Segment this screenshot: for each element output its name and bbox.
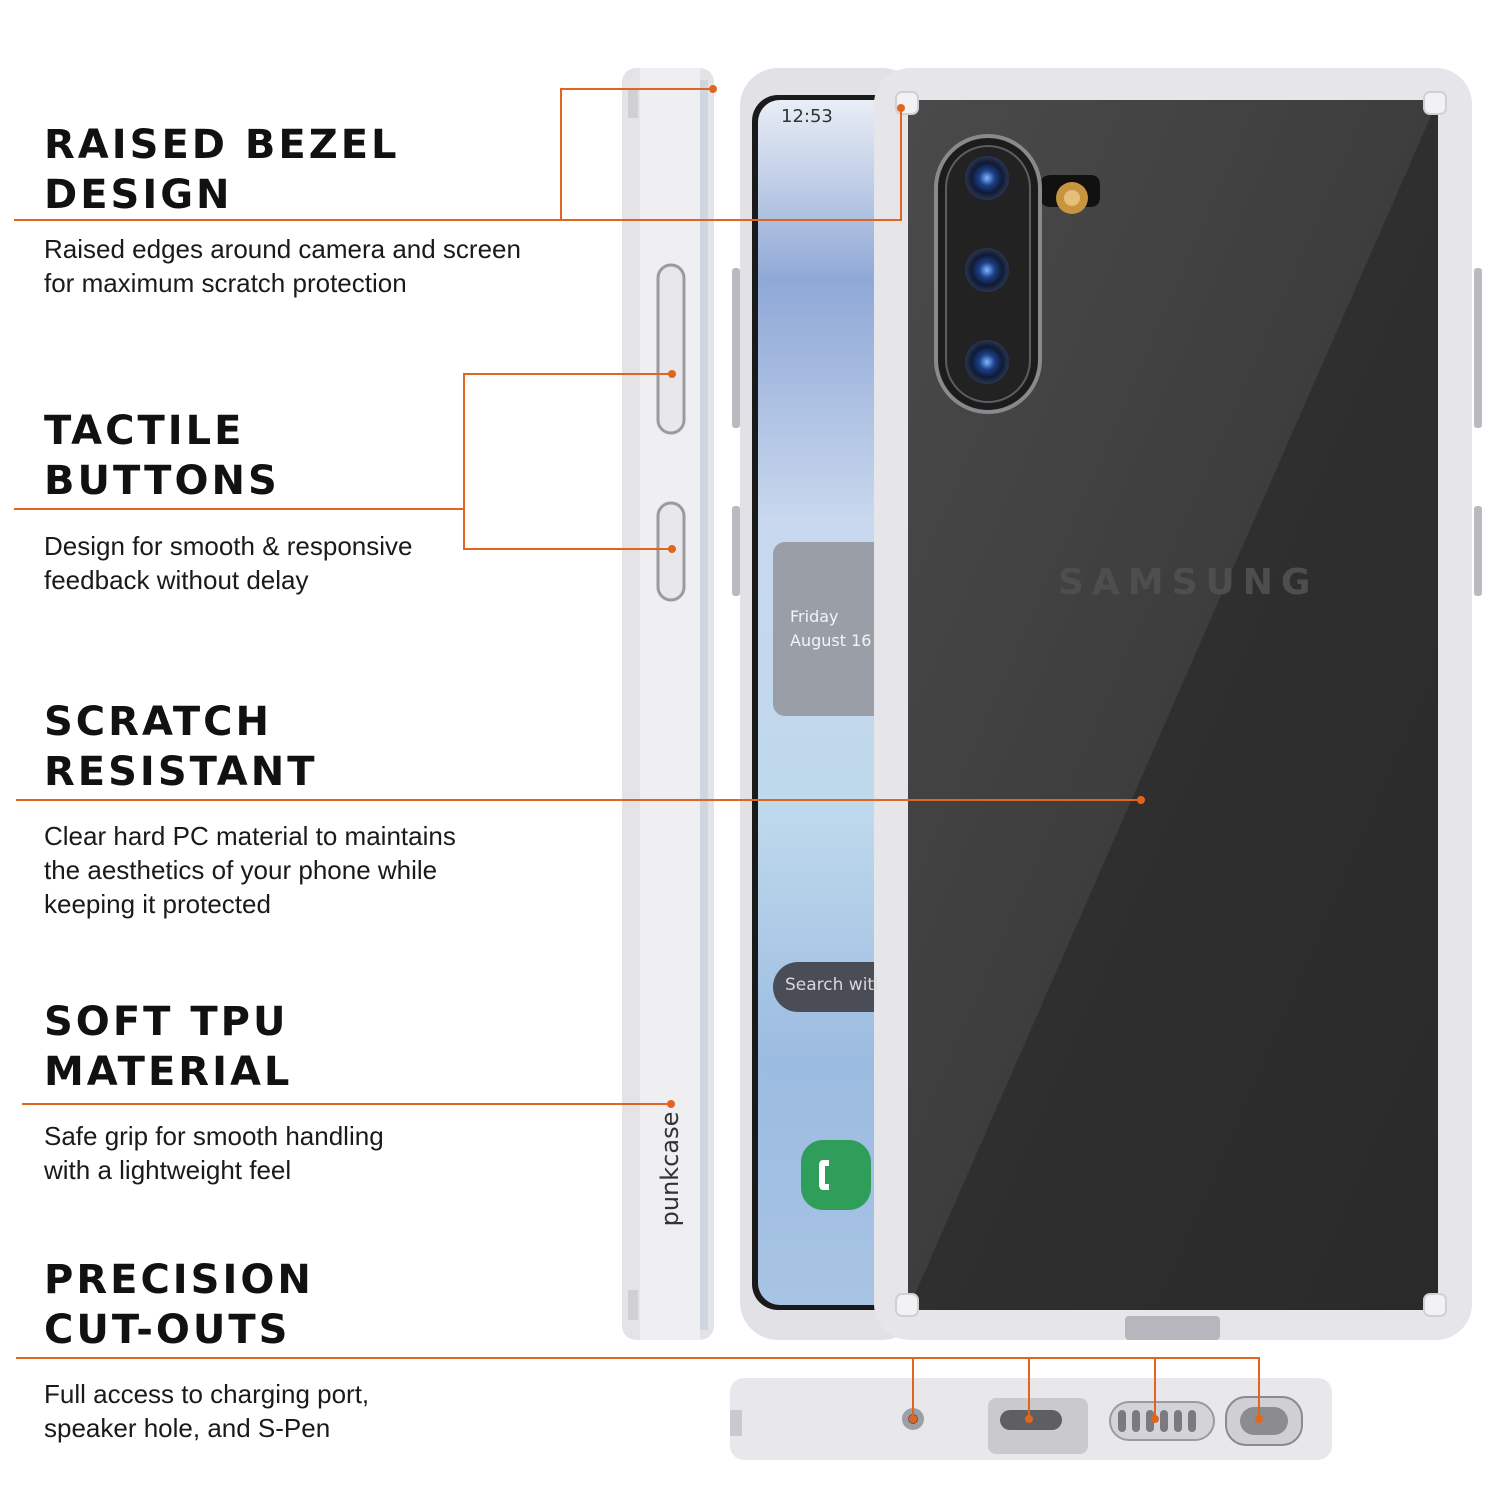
widget-date: August 16 xyxy=(790,631,872,650)
case-brand-logo: punkcase xyxy=(656,1111,684,1227)
status-time: 12:53 xyxy=(781,106,833,127)
back-view-case xyxy=(732,68,1482,1340)
feature-title-scratch: SCRATCH RESISTANT xyxy=(44,699,318,795)
feature-title-cutouts: PRECISION CUT-OUTS xyxy=(44,1257,314,1353)
feature-desc-scratch: Clear hard PC material to maintains the … xyxy=(44,821,456,919)
camera-lens-icon xyxy=(965,340,1009,384)
camera-lens-icon xyxy=(965,156,1009,200)
search-placeholder: Search with xyxy=(785,975,877,995)
phone-app-icon xyxy=(801,1140,871,1210)
feature-desc-buttons: Design for smooth & responsive feedback … xyxy=(44,531,413,595)
camera-lens-icon xyxy=(965,248,1009,292)
feature-desc-bezel: Raised edges around camera and screen fo… xyxy=(44,234,521,298)
volume-button xyxy=(656,263,686,435)
feature-title-buttons: TACTILE BUTTONS xyxy=(44,408,280,504)
side-view-case xyxy=(622,68,714,1340)
feature-desc-cutouts: Full access to charging port, speaker ho… xyxy=(44,1379,370,1443)
widget-day: Friday xyxy=(790,607,839,626)
feature-title-bezel: RAISED BEZEL DESIGN xyxy=(44,122,400,218)
feature-desc-tpu: Safe grip for smooth handling with a lig… xyxy=(44,1121,384,1185)
feature-title-tpu: SOFT TPU MATERIAL xyxy=(44,999,293,1095)
brand-logo: SAMSUNG xyxy=(1058,562,1319,603)
